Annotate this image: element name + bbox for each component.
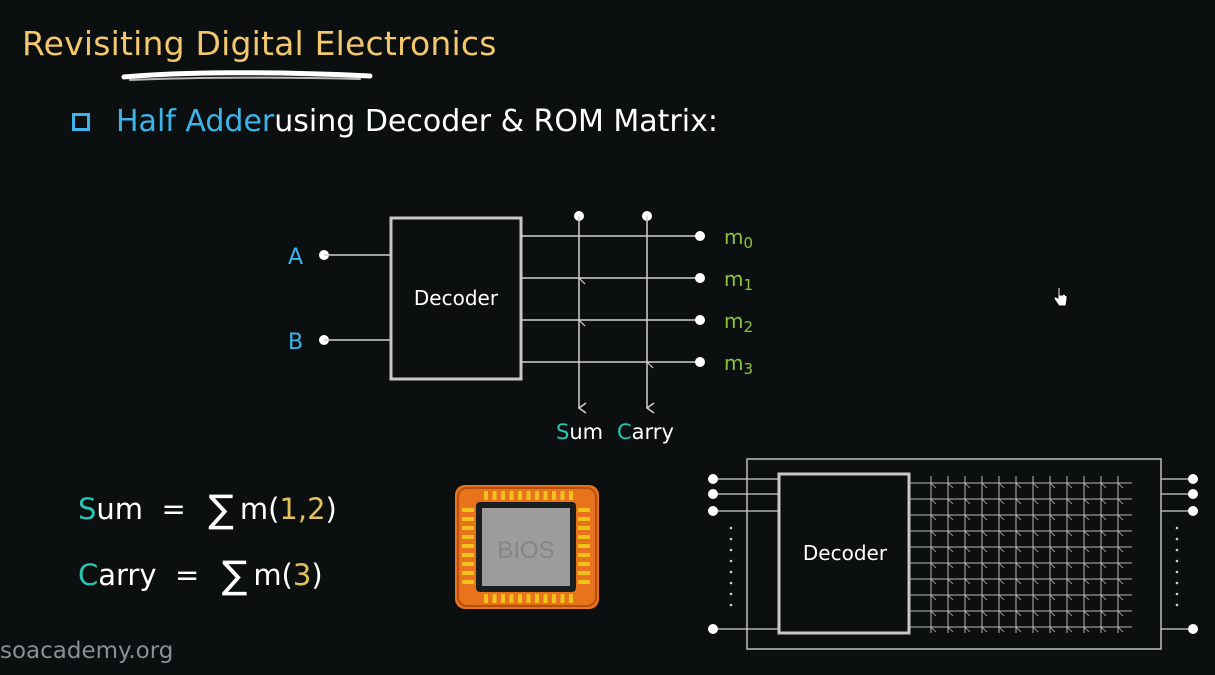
decoder-box — [389, 216, 523, 381]
input-a-label: A — [288, 245, 303, 270]
minterm-labels: m0 m1 m2 m3 — [724, 225, 753, 378]
output-sum-label: Sum — [556, 420, 603, 444]
bullet-highlight: Half Adder — [116, 104, 275, 139]
title-underline — [121, 70, 373, 81]
minterm-m2: m2 — [724, 309, 753, 336]
output-carry-label: Carry — [617, 420, 674, 444]
rom-decoder-label: Decoder — [803, 541, 888, 565]
rom-block: Decoder — [708, 458, 1198, 650]
minterm-m0: m0 — [724, 225, 753, 252]
input-b-label: B — [288, 330, 303, 355]
chip-label: BIOS — [497, 537, 554, 564]
minterm-m3: m3 — [724, 351, 753, 378]
bullet-text: using Decoder & ROM Matrix: — [274, 104, 718, 139]
decoder-label: Decoder — [414, 286, 499, 310]
checkbox-bullet-icon — [72, 112, 90, 131]
input-wires — [319, 250, 390, 345]
sigma-symbol: ∑ — [208, 487, 234, 531]
watermark: soacademy.org — [0, 638, 174, 664]
minterm-lines — [521, 231, 705, 367]
hand-cursor-icon — [1053, 286, 1068, 307]
minterm-m1: m1 — [724, 267, 753, 294]
sigma-symbol: ∑ — [221, 553, 248, 597]
output-lines — [574, 211, 655, 414]
bullet-heading: Half Adder using Decoder & ROM Matrix: — [72, 104, 718, 139]
slide-title: Revisiting Digital Electronics — [22, 24, 497, 63]
bios-chip-icon: BIOS — [455, 485, 599, 609]
